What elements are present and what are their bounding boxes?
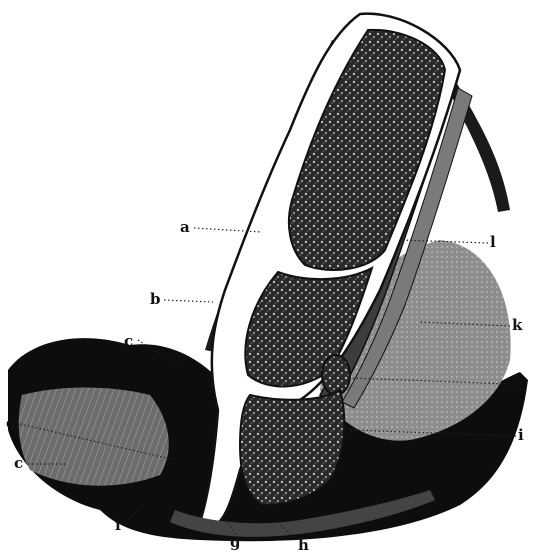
svg-text:c: c — [14, 454, 23, 472]
navicular-bone — [322, 355, 350, 395]
svg-text:d: d — [6, 414, 17, 432]
svg-text:g: g — [230, 533, 241, 551]
svg-text:k: k — [512, 316, 523, 334]
svg-text:c: c — [124, 332, 133, 350]
svg-text:i: i — [518, 426, 524, 444]
hoof-wall-horn — [19, 388, 169, 486]
svg-text:l: l — [490, 233, 496, 251]
svg-text:a: a — [180, 218, 190, 236]
svg-text:j: j — [510, 374, 517, 392]
svg-text:b: b — [150, 290, 161, 308]
svg-text:h: h — [298, 536, 309, 554]
label-b: b — [150, 290, 213, 308]
